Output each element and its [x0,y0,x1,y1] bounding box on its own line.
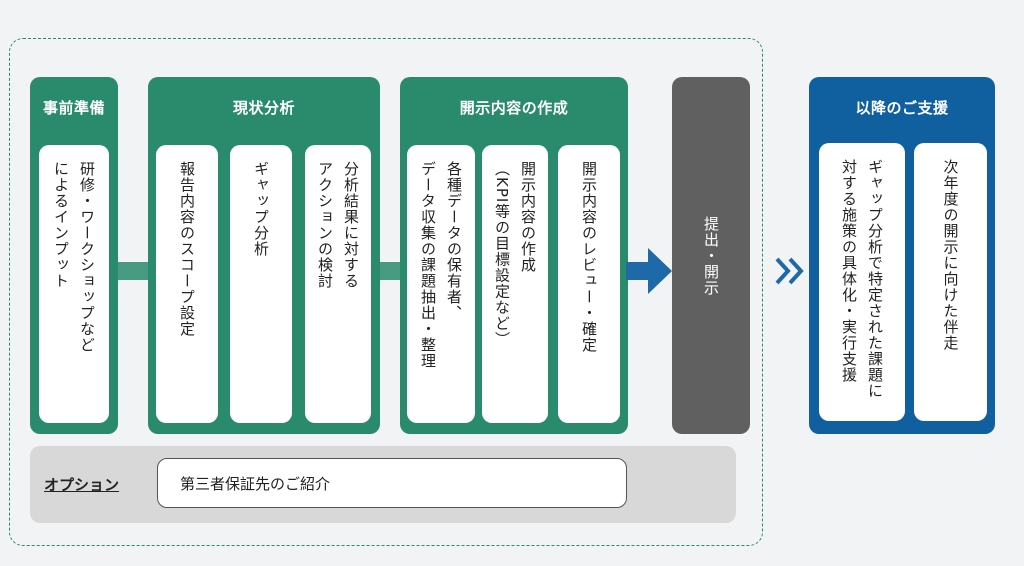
double-chevron-right-icon [775,257,804,285]
card-text: ギャップ分析 [252,161,270,257]
card-gap-analysis: ギャップ分析 [230,145,292,423]
phase-title: 現状分析 [232,99,295,117]
card-text: 次年度の開示に向けた伴走 [941,159,960,351]
subsequent-support-panel: 以降のご支援 ギャップ分析で特定された課題に 対する施策の具体化・実行支援 次年… [809,77,995,434]
submit-disclosure-box: 提出・開示 [672,77,750,434]
phase-current-analysis: 現状分析 報告内容のスコープ設定 ギャップ分析 分析結果に対する アクションの検… [148,77,380,434]
card-text: 報告内容のスコープ設定 [178,161,196,337]
card-text: 各種データの保有者、 データ収集の課題抽出・整理 [419,161,463,369]
phase-title: 開示内容の作成 [459,99,569,117]
card-scope-setting: 報告内容のスコープ設定 [156,145,218,423]
card-implementation-support: ギャップ分析で特定された課題に 対する施策の具体化・実行支援 [819,143,905,421]
card-content-review: 開示内容のレビュー・確定 [558,145,620,423]
card-content-creation: 開示内容の作成 （KPI等の目標設定など） [482,145,548,423]
connector-bar [380,262,400,280]
connector-bar [118,262,148,280]
option-item-third-party-assurance: 第三者保証先のご紹介 [157,458,627,508]
card-input-workshop: 研修・ワークショップなど によるインプット [39,145,109,423]
process-group-frame [9,38,763,546]
submit-label: 提出・開示 [702,215,720,296]
phase-title: 事前準備 [42,99,105,117]
card-text: ギャップ分析で特定された課題に 対する施策の具体化・実行支援 [840,159,884,399]
card-text: 開示内容の作成 （KPI等の目標設定など） [493,161,537,348]
phase-disclosure-creation: 開示内容の作成 各種データの保有者、 データ収集の課題抽出・整理 開示内容の作成… [400,77,628,434]
card-action-review: 分析結果に対する アクションの検討 [305,145,371,423]
card-data-collection: 各種データの保有者、 データ収集の課題抽出・整理 [407,145,475,423]
phase-preparation: 事前準備 研修・ワークショップなど によるインプット [30,77,118,434]
card-next-year-support: 次年度の開示に向けた伴走 [914,143,987,421]
arrow-right-icon [626,248,672,294]
card-text: 開示内容のレビュー・確定 [580,161,598,353]
support-title: 以降のご支援 [855,99,949,117]
option-bar: オプション 第三者保証先のご紹介 [30,446,736,523]
card-text: 研修・ワークショップなど によるインプット [52,161,96,353]
card-text: 分析結果に対する アクションの検討 [316,161,360,289]
option-label: オプション [44,476,120,494]
